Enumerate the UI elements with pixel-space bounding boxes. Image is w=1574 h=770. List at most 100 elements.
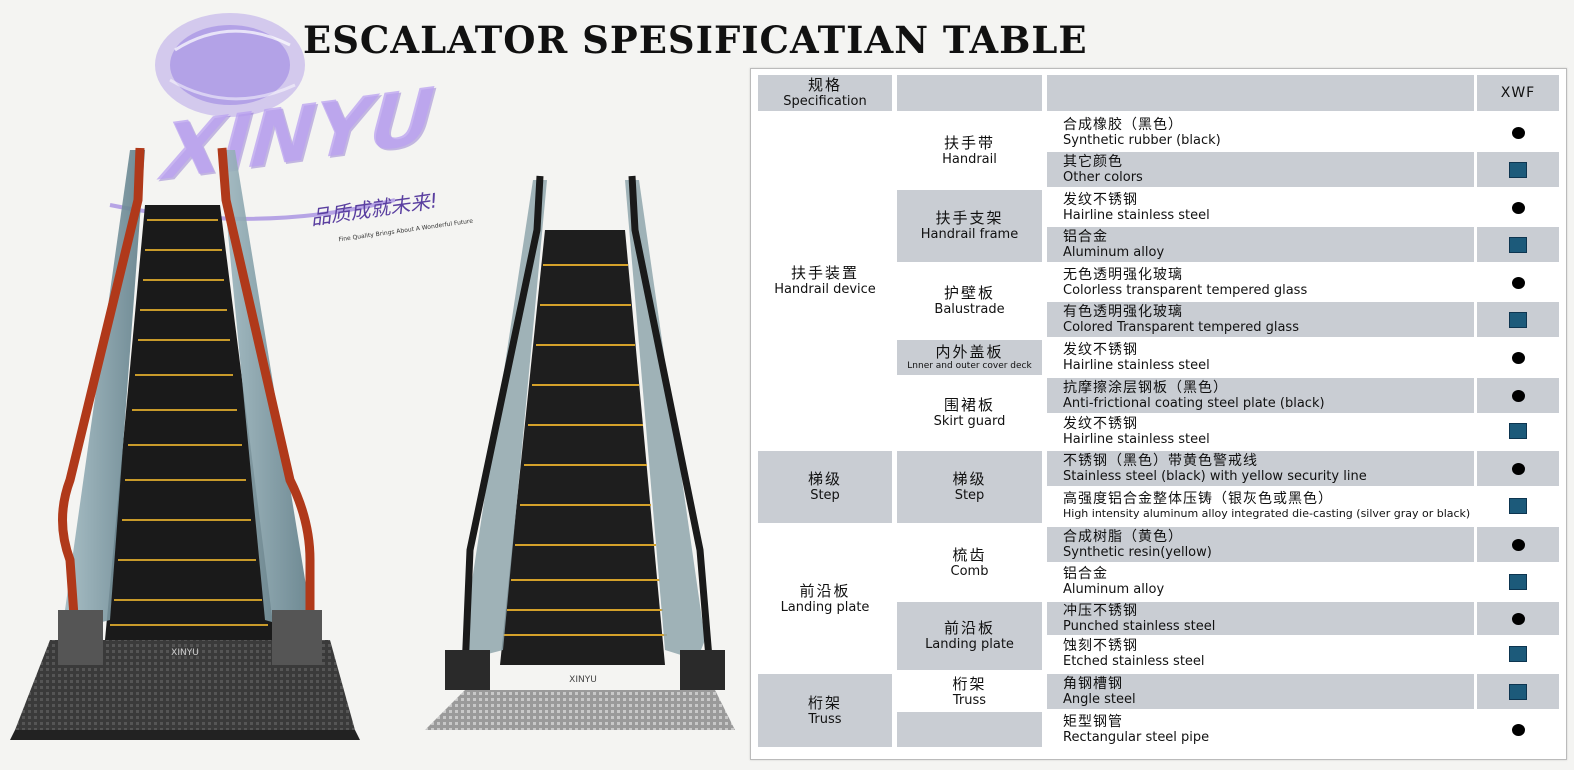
spec-en: Aluminum alloy bbox=[1063, 245, 1165, 260]
spec-mark bbox=[1477, 190, 1559, 225]
spec-en: Punched stainless steel bbox=[1063, 619, 1216, 634]
dot-icon bbox=[1511, 126, 1525, 139]
spec-mark bbox=[1477, 637, 1559, 670]
spec-mark bbox=[1477, 602, 1559, 635]
header-specification: 规格 Specification bbox=[758, 75, 892, 111]
square-icon bbox=[1509, 645, 1527, 662]
square-icon bbox=[1509, 573, 1527, 590]
spec-cn: 角钢槽钢 bbox=[1063, 676, 1123, 692]
header-blank-2 bbox=[1047, 75, 1474, 111]
square-icon bbox=[1509, 497, 1527, 514]
spec-row: 角钢槽钢 Angle steel bbox=[1047, 674, 1474, 709]
spec-cn: 其它颜色 bbox=[1063, 154, 1123, 170]
subcategory-cn: 前沿板 bbox=[943, 619, 995, 637]
spec-row: 发纹不锈钢 Hairline stainless steel bbox=[1047, 340, 1474, 375]
spec-cn: 蚀刻不锈钢 bbox=[1063, 638, 1138, 654]
escalator-image-black: XINYU bbox=[425, 175, 735, 730]
spec-mark bbox=[1477, 488, 1559, 523]
subcategory-cn: 内外盖板 bbox=[935, 342, 1004, 361]
square-icon bbox=[1509, 683, 1527, 700]
spec-cn: 发纹不锈钢 bbox=[1063, 342, 1138, 358]
page-title: ESCALATOR SPESIFICATIAN TABLE bbox=[303, 18, 1088, 62]
category-en: Step bbox=[810, 488, 840, 503]
spec-en: Synthetic resin(yellow) bbox=[1063, 545, 1212, 560]
spec-row: 合成树脂（黄色） Synthetic resin(yellow) bbox=[1047, 527, 1474, 562]
spec-row: 抗摩擦涂层钢板（黑色） Anti-frictional coating stee… bbox=[1047, 378, 1474, 413]
spec-en: Aluminum alloy bbox=[1063, 582, 1165, 597]
dot-icon bbox=[1511, 201, 1525, 214]
spec-row: 铝合金 Aluminum alloy bbox=[1047, 227, 1474, 262]
dot-icon bbox=[1511, 389, 1525, 402]
spec-row: 冲压不锈钢 Punched stainless steel bbox=[1047, 602, 1474, 635]
spec-en: Hairline stainless steel bbox=[1063, 208, 1210, 223]
spec-en: Synthetic rubber (black) bbox=[1063, 133, 1221, 148]
spec-cn: 冲压不锈钢 bbox=[1063, 603, 1138, 619]
spec-cn: 抗摩擦涂层钢板（黑色） bbox=[1063, 380, 1228, 396]
spec-row: 蚀刻不锈钢 Etched stainless steel bbox=[1047, 637, 1474, 670]
category-en: Handrail device bbox=[774, 282, 876, 297]
spec-row: 无色透明强化玻璃 Colorless transparent tempered … bbox=[1047, 265, 1474, 300]
spec-en: Rectangular steel pipe bbox=[1063, 730, 1210, 745]
spec-cn: 铝合金 bbox=[1063, 229, 1108, 245]
subcategory-cn: 梳齿 bbox=[952, 546, 987, 564]
subcategory-en: Handrail frame bbox=[920, 227, 1019, 242]
subcategory-en: Skirt guard bbox=[933, 413, 1006, 429]
spec-cn: 发纹不锈钢 bbox=[1063, 192, 1138, 208]
square-icon bbox=[1509, 311, 1527, 328]
spec-mark bbox=[1477, 564, 1559, 599]
subcategory-en: Lnner and outer cover deck bbox=[907, 360, 1032, 371]
spec-en: Other colors bbox=[1063, 170, 1143, 185]
spec-en: Anti-frictional coating steel plate (bla… bbox=[1063, 396, 1325, 411]
subcategory-balustrade: 护壁板 Balustrade bbox=[897, 265, 1042, 337]
escalator-image-red: XINYU bbox=[10, 147, 360, 740]
subcategory-en: Handrail bbox=[942, 152, 997, 167]
dot-icon bbox=[1511, 612, 1525, 625]
spec-mark bbox=[1477, 115, 1559, 150]
subcategory-cn: 桁架 bbox=[952, 674, 987, 693]
spec-en: Hairline stainless steel bbox=[1063, 358, 1210, 373]
subcategory-cover-deck: 内外盖板 Lnner and outer cover deck bbox=[897, 340, 1042, 375]
dot-icon bbox=[1511, 723, 1525, 736]
dot-icon bbox=[1511, 462, 1525, 475]
square-icon bbox=[1509, 236, 1527, 253]
dot-icon bbox=[1511, 538, 1525, 551]
subcategory-en: Landing plate bbox=[925, 637, 1014, 652]
spec-cn: 有色透明强化玻璃 bbox=[1063, 304, 1183, 320]
spec-en: Etched stainless steel bbox=[1063, 654, 1205, 669]
spec-cn: 合成树脂（黄色） bbox=[1063, 529, 1183, 545]
spec-mark bbox=[1477, 415, 1559, 447]
subcategory-skirt-guard: 围裙板 Skirt guard bbox=[897, 378, 1042, 447]
spec-mark bbox=[1477, 674, 1559, 709]
square-icon bbox=[1509, 161, 1527, 178]
spec-mark bbox=[1477, 451, 1559, 486]
category-step: 梯级 Step bbox=[758, 451, 892, 523]
spec-row: 有色透明强化玻璃 Colored Transparent tempered gl… bbox=[1047, 302, 1474, 337]
spec-cn: 铝合金 bbox=[1063, 566, 1108, 582]
spec-en: Colored Transparent tempered glass bbox=[1063, 320, 1299, 335]
spec-en: Colorless transparent tempered glass bbox=[1063, 283, 1308, 298]
header-cn: 规格 bbox=[807, 76, 842, 94]
spec-mark bbox=[1477, 302, 1559, 337]
category-cn: 扶手装置 bbox=[790, 264, 859, 282]
spec-mark bbox=[1477, 152, 1559, 187]
spec-en: Hairline stainless steel bbox=[1063, 431, 1210, 447]
spec-row: 铝合金 Aluminum alloy bbox=[1047, 564, 1474, 599]
spec-mark bbox=[1477, 227, 1559, 262]
spec-cn: 合成橡胶（黑色） bbox=[1063, 117, 1183, 133]
subcategory-en: Truss bbox=[952, 692, 987, 708]
dot-icon bbox=[1511, 276, 1525, 289]
square-icon bbox=[1509, 423, 1527, 439]
subcategory-handrail: 扶手带 Handrail bbox=[897, 115, 1042, 187]
spec-cn: 矩型钢管 bbox=[1063, 714, 1123, 730]
subcategory-en: Step bbox=[954, 488, 985, 503]
spec-cn: 不锈钢（黑色）带黄色警戒线 bbox=[1063, 453, 1258, 469]
spec-en: High intensity aluminum alloy integrated… bbox=[1063, 507, 1471, 520]
spec-mark bbox=[1477, 527, 1559, 562]
plate-label: XINYU bbox=[569, 675, 597, 685]
plate-label: XINYU bbox=[171, 648, 199, 658]
spec-row: 发纹不锈钢 Hairline stainless steel bbox=[1047, 415, 1474, 447]
category-en: Landing plate bbox=[780, 599, 870, 615]
spec-mark bbox=[1477, 378, 1559, 413]
dot-icon bbox=[1511, 351, 1525, 364]
subcategory-cn: 扶手带 bbox=[943, 134, 995, 152]
